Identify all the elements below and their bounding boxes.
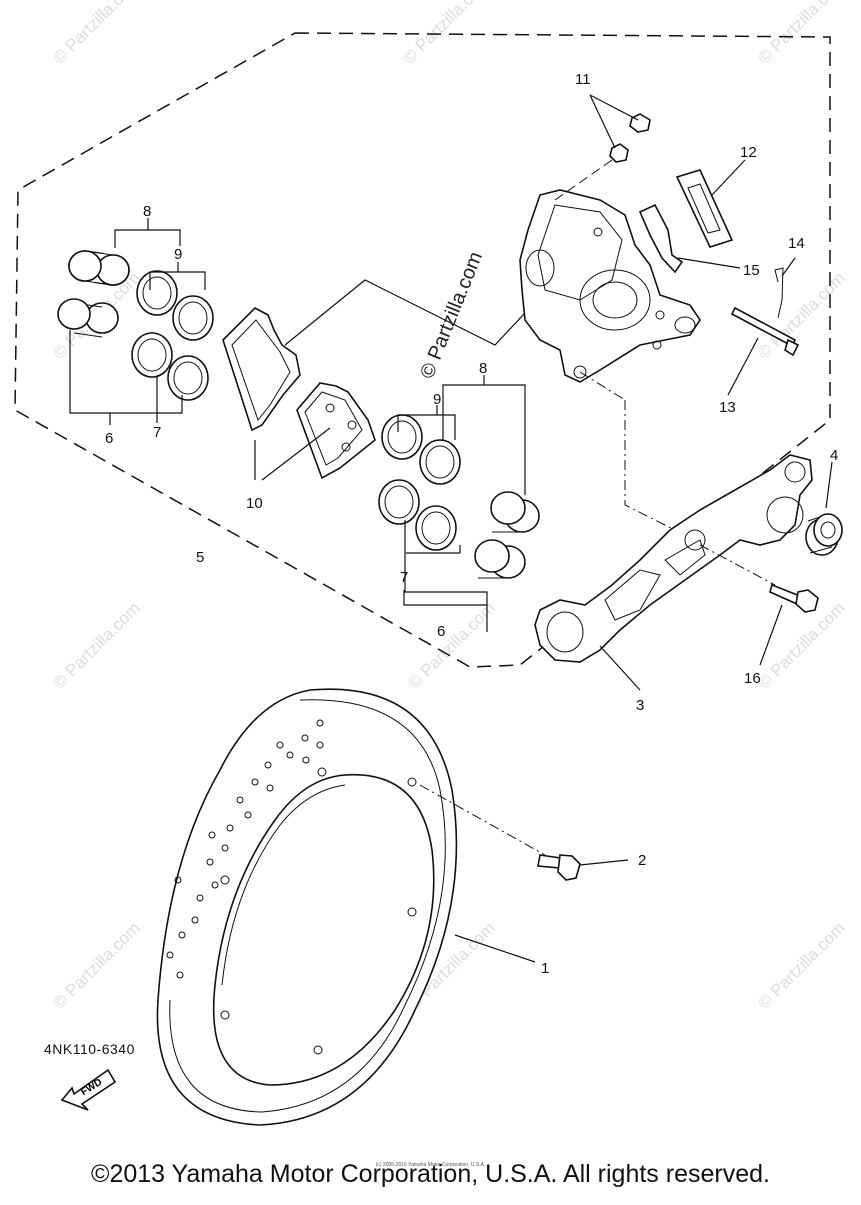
watermark: © Partzilla.com <box>49 598 143 692</box>
watermark: © Partzilla.com <box>49 0 143 68</box>
fwd-arrow-icon: FWD <box>60 1068 117 1111</box>
bracket-bolt <box>699 544 819 666</box>
bleeder-screws <box>554 94 651 201</box>
left-group-leaders <box>69 218 206 425</box>
watermark: © Partzilla.com <box>49 918 143 1012</box>
caliper-bracket <box>534 454 813 691</box>
pad-shim <box>675 159 746 248</box>
callout-8: 8 <box>479 360 487 377</box>
seal-group-left <box>131 270 214 401</box>
callout-8: 8 <box>143 203 151 220</box>
small-copyright: (c) 2005-2016 Yamaha Motor Corporation, … <box>375 1162 486 1168</box>
callout-1: 1 <box>541 960 549 977</box>
piston-group-left <box>57 250 130 338</box>
callout-9: 9 <box>433 391 441 408</box>
callout-3: 3 <box>636 697 644 714</box>
callout-6: 6 <box>105 430 113 447</box>
callout-15: 15 <box>743 262 760 279</box>
callout-11: 11 <box>575 71 591 88</box>
watermark: © Partzilla.com <box>754 0 848 68</box>
callout-7: 7 <box>400 569 408 586</box>
callout-4: 4 <box>830 447 838 464</box>
callout-6: 6 <box>437 623 445 640</box>
piston-upper <box>68 250 130 286</box>
callout-7: 7 <box>153 424 161 441</box>
pad-pin <box>727 257 800 396</box>
piston-group-right <box>474 491 540 579</box>
right-group-leaders <box>397 375 526 632</box>
disc-holes <box>166 719 417 1055</box>
disc-bolt <box>537 854 629 881</box>
brake-disc <box>156 688 546 1126</box>
callout-14: 14 <box>788 235 805 252</box>
piston-lower <box>57 298 119 338</box>
collar <box>805 461 843 556</box>
brake-pads <box>222 279 538 481</box>
callout-10: 10 <box>246 495 263 512</box>
watermark: © Partzilla.com <box>754 918 848 1012</box>
callout-2: 2 <box>638 852 646 869</box>
callouts: 1 2 3 4 5 6 6 7 7 8 8 9 9 10 11 12 13 14… <box>105 71 838 977</box>
seal-group-right <box>378 414 461 551</box>
center-watermark: © Partzilla.com <box>416 249 487 382</box>
watermark: © Partzilla.com <box>754 268 848 362</box>
callout-12: 12 <box>740 144 757 161</box>
callout-5: 5 <box>196 549 204 566</box>
callout-9: 9 <box>174 246 182 263</box>
callout-13: 13 <box>719 399 736 416</box>
pad-spring <box>638 203 741 274</box>
diagram-part-code: 4NK110-6340 <box>44 1041 135 1057</box>
caliper-body <box>519 189 701 383</box>
callout-16: 16 <box>744 670 761 687</box>
watermark: © Partzilla.com <box>754 598 848 692</box>
caliper-assembly-boundary <box>14 32 831 668</box>
copyright-notice: ©2013 Yamaha Motor Corporation, U.S.A. A… <box>91 1160 770 1188</box>
watermark: © Partzilla.com <box>404 598 498 692</box>
